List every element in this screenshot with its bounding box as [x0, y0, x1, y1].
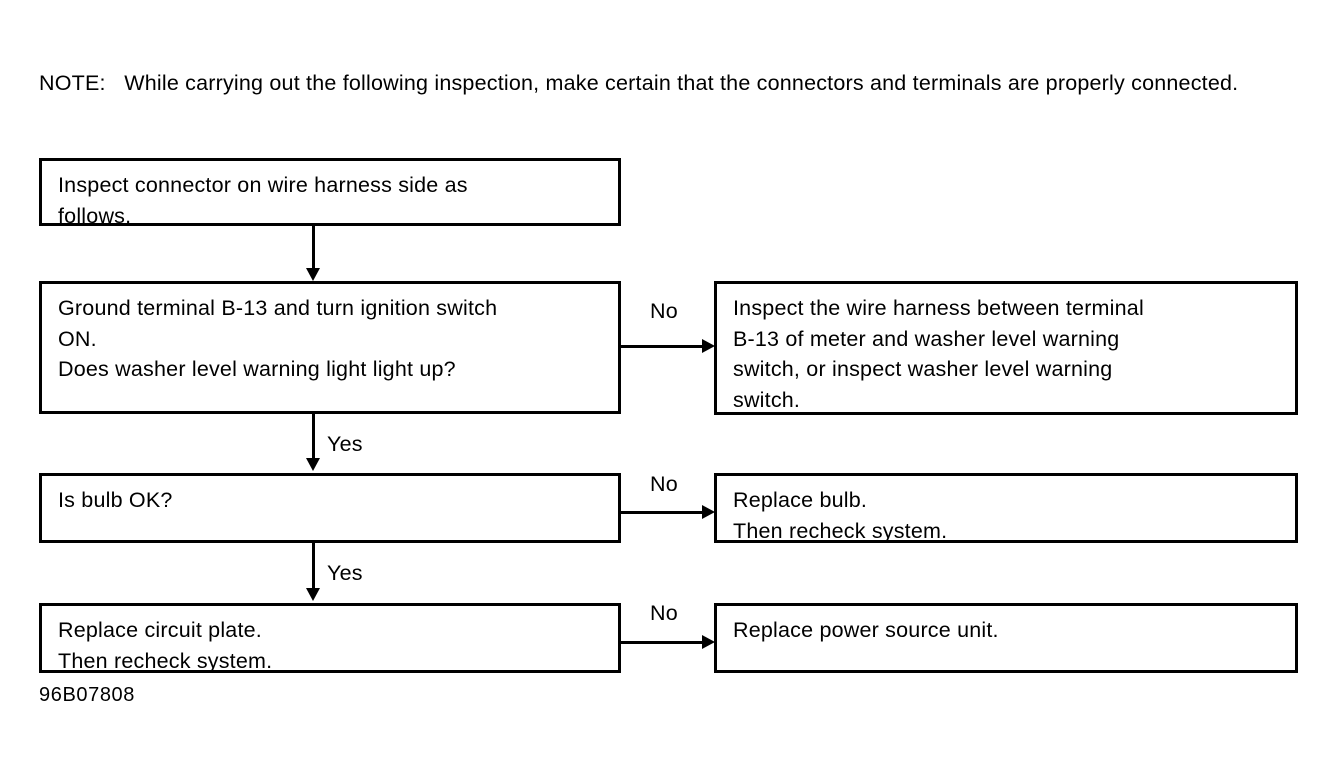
- flow-box-is-bulb-ok: Is bulb OK?: [39, 473, 621, 543]
- flow-box-inspect-connector-text: Inspect connector on wire harness side a…: [58, 173, 468, 228]
- figure-caption: 96B07808: [39, 684, 136, 706]
- connector-bulb-to-circuit-plate: [312, 543, 315, 589]
- arrowhead-ground-to-bulb-icon: [306, 458, 320, 471]
- flow-box-replace-bulb: Replace bulb. Then recheck system.: [714, 473, 1298, 543]
- edge-label-no-3: No: [650, 601, 678, 625]
- flow-box-ground-terminal: Ground terminal B-13 and turn ignition s…: [39, 281, 621, 414]
- flow-box-inspect-wire-harness-text: Inspect the wire harness between termina…: [733, 296, 1144, 412]
- arrowhead-circuit-plate-to-power-source-icon: [702, 635, 715, 649]
- flow-box-inspect-connector: Inspect connector on wire harness side a…: [39, 158, 621, 228]
- flow-box-replace-power-source-unit: Replace power source unit.: [714, 603, 1298, 673]
- connector-inspect-to-ground: [312, 226, 315, 270]
- edge-label-yes-2: Yes: [327, 561, 363, 585]
- flow-box-replace-power-source-unit-text: Replace power source unit.: [733, 618, 999, 642]
- connector-bulb-to-replace-bulb: [621, 511, 707, 514]
- arrowhead-bulb-to-circuit-plate-icon: [306, 588, 320, 601]
- arrowhead-inspect-to-ground-icon: [306, 268, 320, 281]
- edge-label-yes-1: Yes: [327, 432, 363, 456]
- edge-label-no-2: No: [650, 472, 678, 496]
- arrowhead-ground-to-wire-harness-icon: [702, 339, 715, 353]
- edge-label-no-1: No: [650, 299, 678, 323]
- flow-box-replace-circuit-plate: Replace circuit plate. Then recheck syst…: [39, 603, 621, 673]
- flow-box-inspect-wire-harness: Inspect the wire harness between termina…: [714, 281, 1298, 415]
- flow-box-ground-terminal-text: Ground terminal B-13 and turn ignition s…: [58, 296, 498, 381]
- flow-box-is-bulb-ok-text: Is bulb OK?: [58, 488, 173, 512]
- connector-ground-to-bulb: [312, 414, 315, 460]
- connector-circuit-plate-to-power-source: [621, 641, 707, 644]
- flow-box-replace-bulb-text: Replace bulb. Then recheck system.: [733, 488, 948, 543]
- note-paragraph: NOTE: While carrying out the following i…: [39, 71, 1239, 95]
- flow-box-replace-circuit-plate-text: Replace circuit plate. Then recheck syst…: [58, 618, 273, 673]
- arrowhead-bulb-to-replace-bulb-icon: [702, 505, 715, 519]
- connector-ground-to-wire-harness: [621, 345, 707, 348]
